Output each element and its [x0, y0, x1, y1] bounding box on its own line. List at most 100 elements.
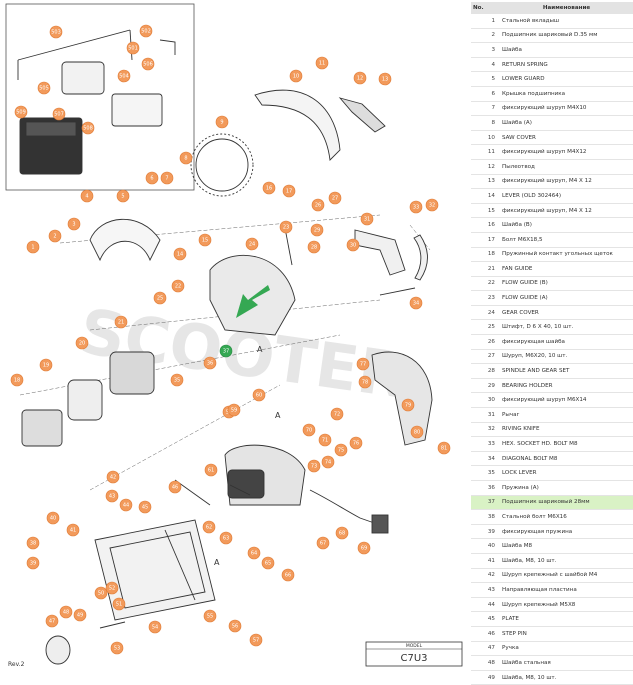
- callout-76[interactable]: 76: [349, 436, 363, 450]
- callout-66[interactable]: 66: [281, 568, 295, 582]
- callout-47[interactable]: 47: [45, 614, 59, 628]
- callout-75[interactable]: 75: [334, 443, 348, 457]
- callout-80[interactable]: 80: [410, 425, 424, 439]
- callout-506[interactable]: 506: [141, 57, 155, 71]
- callout-35[interactable]: 35: [170, 373, 184, 387]
- callout-6[interactable]: 6: [145, 171, 159, 185]
- callout-12[interactable]: 12: [353, 71, 367, 85]
- callout-10[interactable]: 10: [289, 69, 303, 83]
- callout-71[interactable]: 71: [318, 433, 332, 447]
- callout-36[interactable]: 36: [203, 356, 217, 370]
- callout-33[interactable]: 33: [409, 200, 423, 214]
- callout-51[interactable]: 51: [112, 597, 126, 611]
- callout-69[interactable]: 69: [357, 541, 371, 555]
- callout-19[interactable]: 19: [39, 358, 53, 372]
- callout-53[interactable]: 53: [110, 641, 124, 655]
- callout-55[interactable]: 55: [203, 609, 217, 623]
- callout-63[interactable]: 63: [219, 531, 233, 545]
- callout-81[interactable]: 81: [437, 441, 451, 455]
- callout-37[interactable]: 37: [219, 344, 233, 358]
- callout-15[interactable]: 15: [198, 233, 212, 247]
- callout-49[interactable]: 49: [73, 608, 87, 622]
- callout-18[interactable]: 18: [10, 373, 24, 387]
- callout-48[interactable]: 48: [59, 605, 73, 619]
- callout-27[interactable]: 27: [328, 191, 342, 205]
- callout-17[interactable]: 17: [282, 184, 296, 198]
- callout-74[interactable]: 74: [321, 455, 335, 469]
- callout-13[interactable]: 13: [378, 72, 392, 86]
- callout-509[interactable]: 509: [14, 105, 28, 119]
- callout-24[interactable]: 24: [245, 237, 259, 251]
- callout-59[interactable]: 59: [227, 403, 241, 417]
- callout-2[interactable]: 2: [48, 229, 62, 243]
- callout-21[interactable]: 21: [114, 315, 128, 329]
- callout-22[interactable]: 22: [171, 279, 185, 293]
- callout-79[interactable]: 79: [401, 398, 415, 412]
- callout-57[interactable]: 57: [249, 633, 263, 647]
- callout-30[interactable]: 30: [346, 238, 360, 252]
- callout-61[interactable]: 61: [204, 463, 218, 477]
- callout-25[interactable]: 25: [153, 291, 167, 305]
- callout-23[interactable]: 23: [279, 220, 293, 234]
- callout-508[interactable]: 508: [81, 121, 95, 135]
- callout-44[interactable]: 44: [119, 498, 133, 512]
- callout-60[interactable]: 60: [252, 388, 266, 402]
- callout-67[interactable]: 67: [316, 536, 330, 550]
- callout-42[interactable]: 42: [106, 470, 120, 484]
- callout-8[interactable]: 8: [179, 151, 193, 165]
- callout-62[interactable]: 62: [202, 520, 216, 534]
- callout-46[interactable]: 46: [168, 480, 182, 494]
- callout-1[interactable]: 1: [26, 240, 40, 254]
- callout-4[interactable]: 4: [80, 189, 94, 203]
- callout-39[interactable]: 39: [26, 556, 40, 570]
- callout-32[interactable]: 32: [425, 198, 439, 212]
- callout-43[interactable]: 43: [105, 489, 119, 503]
- callout-507[interactable]: 507: [52, 107, 66, 121]
- callout-28[interactable]: 28: [307, 240, 321, 254]
- callout-5[interactable]: 5: [116, 189, 130, 203]
- callout-65[interactable]: 65: [261, 556, 275, 570]
- callout-70[interactable]: 70: [302, 423, 316, 437]
- callout-11[interactable]: 11: [315, 56, 329, 70]
